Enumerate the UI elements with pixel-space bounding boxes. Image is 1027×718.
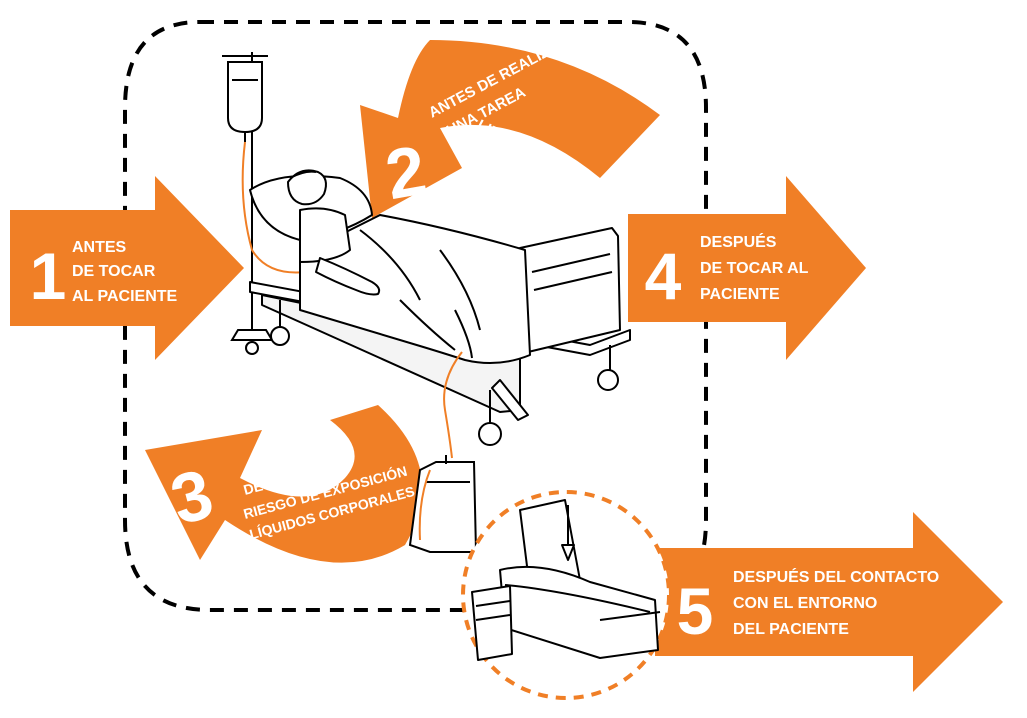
moment-3-arrow: 3 DESPUÉS DEL RIESGO DE EXPOSICIÓN A LÍQ… [145,405,423,563]
moment-4-number: 4 [645,239,682,313]
moment-4-label-line-2: DE TOCAR AL [700,260,809,277]
patient-environment-circle [461,490,671,700]
drainage-bag-icon [408,455,478,553]
moment-5-number: 5 [677,574,714,648]
moment-1-arrow: 1 ANTES DE TOCAR AL PACIENTE [10,176,244,360]
moment-1-number: 1 [30,239,67,313]
iv-drip-icon [222,52,333,355]
patient-in-bed-icon [249,169,631,459]
moment-2-arrow: 2 ANTES DE REALIZAR UNA TAREA LIMPIA/ASÉ… [360,33,660,218]
moment-5-label-line-1: DESPUÉS DEL CONTACTO [733,567,939,586]
moment-4-label-line-3: PACIENTE [700,286,780,303]
moment-1-label-line-1: ANTES [72,239,127,256]
moment-1-label-line-3: AL PACIENTE [72,288,178,305]
empty-bed-icon [471,499,661,661]
moment-4-label-line-1: DESPUÉS [700,232,777,251]
moment-5-label-line-3: DEL PACIENTE [733,621,849,638]
moment-4-arrow: 4 DESPUÉS DE TOCAR AL PACIENTE [628,176,866,360]
moment-5-arrow: 5 DESPUÉS DEL CONTACTO CON EL ENTORNO DE… [655,512,1003,692]
moment-5-label-line-2: CON EL ENTORNO [733,595,877,612]
moment-1-label-line-2: DE TOCAR [72,263,156,280]
